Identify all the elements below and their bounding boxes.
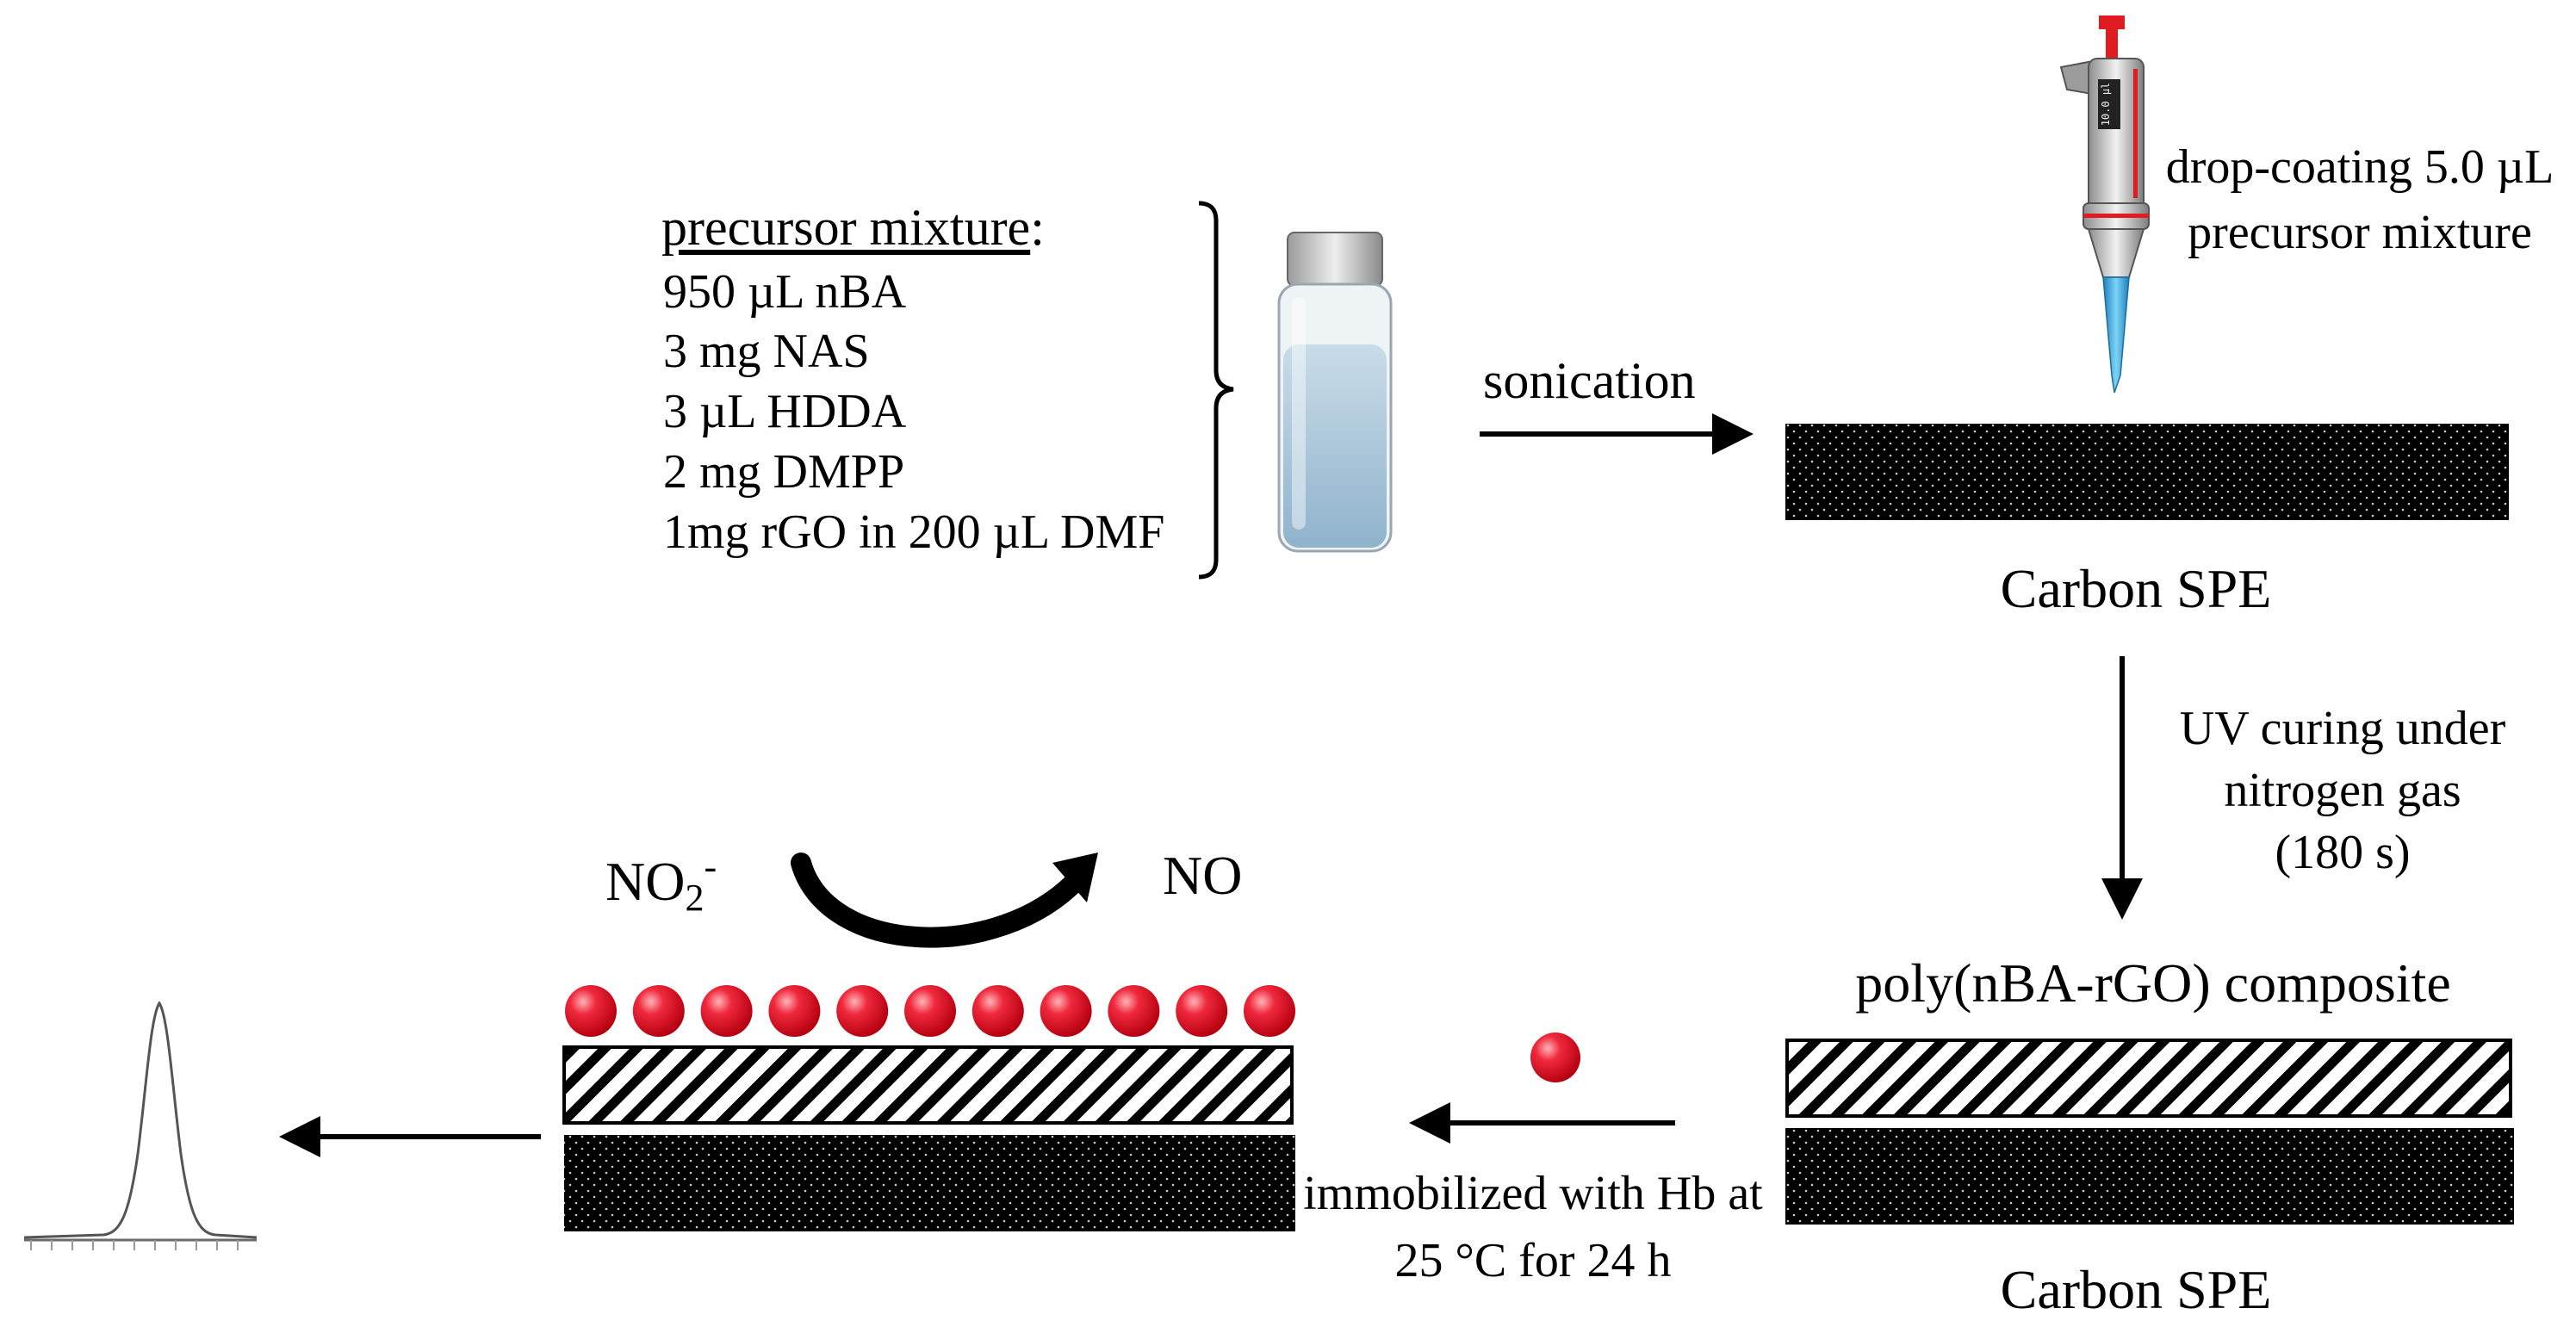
reaction-arrowhead [1052,853,1098,902]
vial-icon [1277,232,1393,553]
hb-sphere [700,985,753,1037]
precursor-item-5: 1mg rGO in 200 µL DMF [663,505,1165,559]
composite-layer-right [1785,1039,2512,1118]
uv-curing-line1: UV curing under [2179,702,2506,755]
precursor-item-4: 2 mg DMPP [663,445,905,499]
carbon-spe-top [1785,424,2509,520]
reactant-sub: 2 [685,877,705,919]
product-label: NO [1163,845,1243,906]
composite-layer-middle [562,1045,1294,1125]
hb-sphere [836,985,889,1037]
composite-label: poly(nBA-rGO) composite [1855,952,2451,1014]
hb-sphere [971,985,1024,1037]
carbon-spe-top-label: Carbon SPE [2000,558,2272,619]
pipette-icon: 10.0 µl [2059,16,2150,394]
hb-sphere [1176,985,1228,1037]
hb-sphere-row [565,985,1295,1037]
reaction-curve-arrow [791,853,1089,948]
hb-sphere-single [1530,1032,1580,1082]
hb-sphere [1108,985,1160,1037]
reactant-base: NO [605,851,686,912]
reactant-label: NO2- [605,848,717,917]
precursor-bracket [1198,201,1234,580]
pipette-display: 10.0 µl [2100,83,2112,127]
carbon-spe-bottom-right [1785,1128,2514,1225]
precursor-colon: : [1030,199,1045,256]
precursor-item-3: 3 µL HDDA [663,385,907,438]
carbon-spe-middle [564,1135,1295,1231]
hb-sphere [1244,985,1295,1037]
uv-curing-line2: nitrogen gas [2224,764,2461,817]
immobilized-line2: 25 °C for 24 h [1394,1234,1672,1287]
uv-curing-line3: (180 s) [2275,826,2411,879]
precursor-heading: precursor mixture [661,199,1031,256]
reactant-sup: - [704,846,717,888]
hb-sphere [1040,985,1092,1037]
hb-sphere [904,985,956,1037]
precursor-item-1: 950 µL nBA [663,265,907,319]
carbon-spe-bottom-label: Carbon SPE [2000,1259,2272,1320]
sonication-label: sonication [1483,352,1696,409]
drop-coating-line2: precursor mixture [2188,206,2532,259]
hb-sphere [768,985,821,1037]
precursor-item-2: 3 mg NAS [663,325,870,378]
hb-sphere [632,985,685,1037]
signal-peak-icon [23,1001,258,1250]
hb-sphere [565,985,617,1037]
immobilized-line1: immobilized with Hb at [1303,1167,1763,1220]
drop-coating-line1: drop-coating 5.0 µL [2165,140,2554,194]
precursor-heading-wrap: precursor mixture: [661,202,1045,253]
